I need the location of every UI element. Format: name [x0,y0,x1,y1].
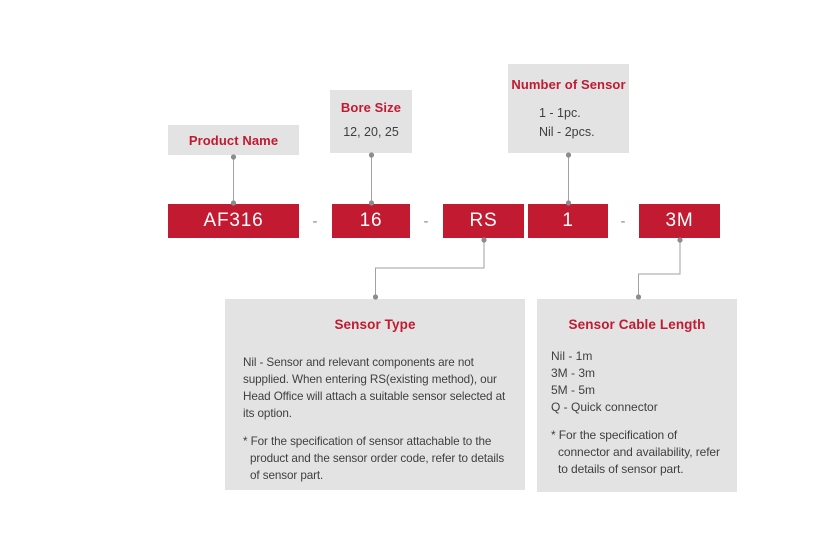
sensor-type-note: * For the specification of sensor attach… [243,435,505,482]
cable-length-option: Q - Quick connector [551,400,658,414]
sensor-cable-length-title: Sensor Cable Length [568,317,706,332]
cable-length-option: Nil - 1m [551,349,593,363]
connector-cable-length [638,240,681,296]
sensor-cable-length-options: Nil - 1m 3M - 3m 5M - 5m Q - Quick conne… [551,348,723,416]
code-segment-sensor-count: 1 [528,204,608,238]
code-separator: - [423,212,429,230]
code-segment-product: AF316 [168,204,299,238]
number-of-sensor-option: Nil - 2pcs. [539,125,595,139]
code-separator: - [620,212,626,230]
bore-size-label-box: Bore Size 12, 20, 25 [330,90,412,153]
sensor-cable-length-detail-box: Sensor Cable Length Nil - 1m 3M - 3m 5M … [537,299,737,492]
code-separator: - [312,212,318,230]
number-of-sensor-label-box: Number of Sensor 1 - 1pc. Nil - 2pcs. [508,64,629,153]
number-of-sensor-options: 1 - 1pc. Nil - 2pcs. [508,104,629,142]
number-of-sensor-title: Number of Sensor [511,77,626,92]
sensor-type-title: Sensor Type [334,317,416,332]
sensor-type-description: Nil - Sensor and relevant components are… [243,356,506,420]
code-segment-bore-size: 16 [332,204,410,238]
sensor-type-detail-box: Sensor Type Nil - Sensor and relevant co… [225,299,525,490]
number-of-sensor-option: 1 - 1pc. [539,106,581,120]
connector-sensor-type [375,240,485,296]
cable-length-option: 3M - 3m [551,366,596,380]
code-segment-cable-length: 3M [639,204,720,238]
code-segment-sensor-type: RS [443,204,524,238]
product-name-label-box: Product Name [168,125,299,155]
bore-size-title: Bore Size [340,100,402,115]
bore-size-options: 12, 20, 25 [343,125,399,139]
cable-length-option: 5M - 5m [551,383,596,397]
product-name-title: Product Name [188,132,279,148]
sensor-cable-length-note: * For the specification of connector and… [551,428,720,476]
